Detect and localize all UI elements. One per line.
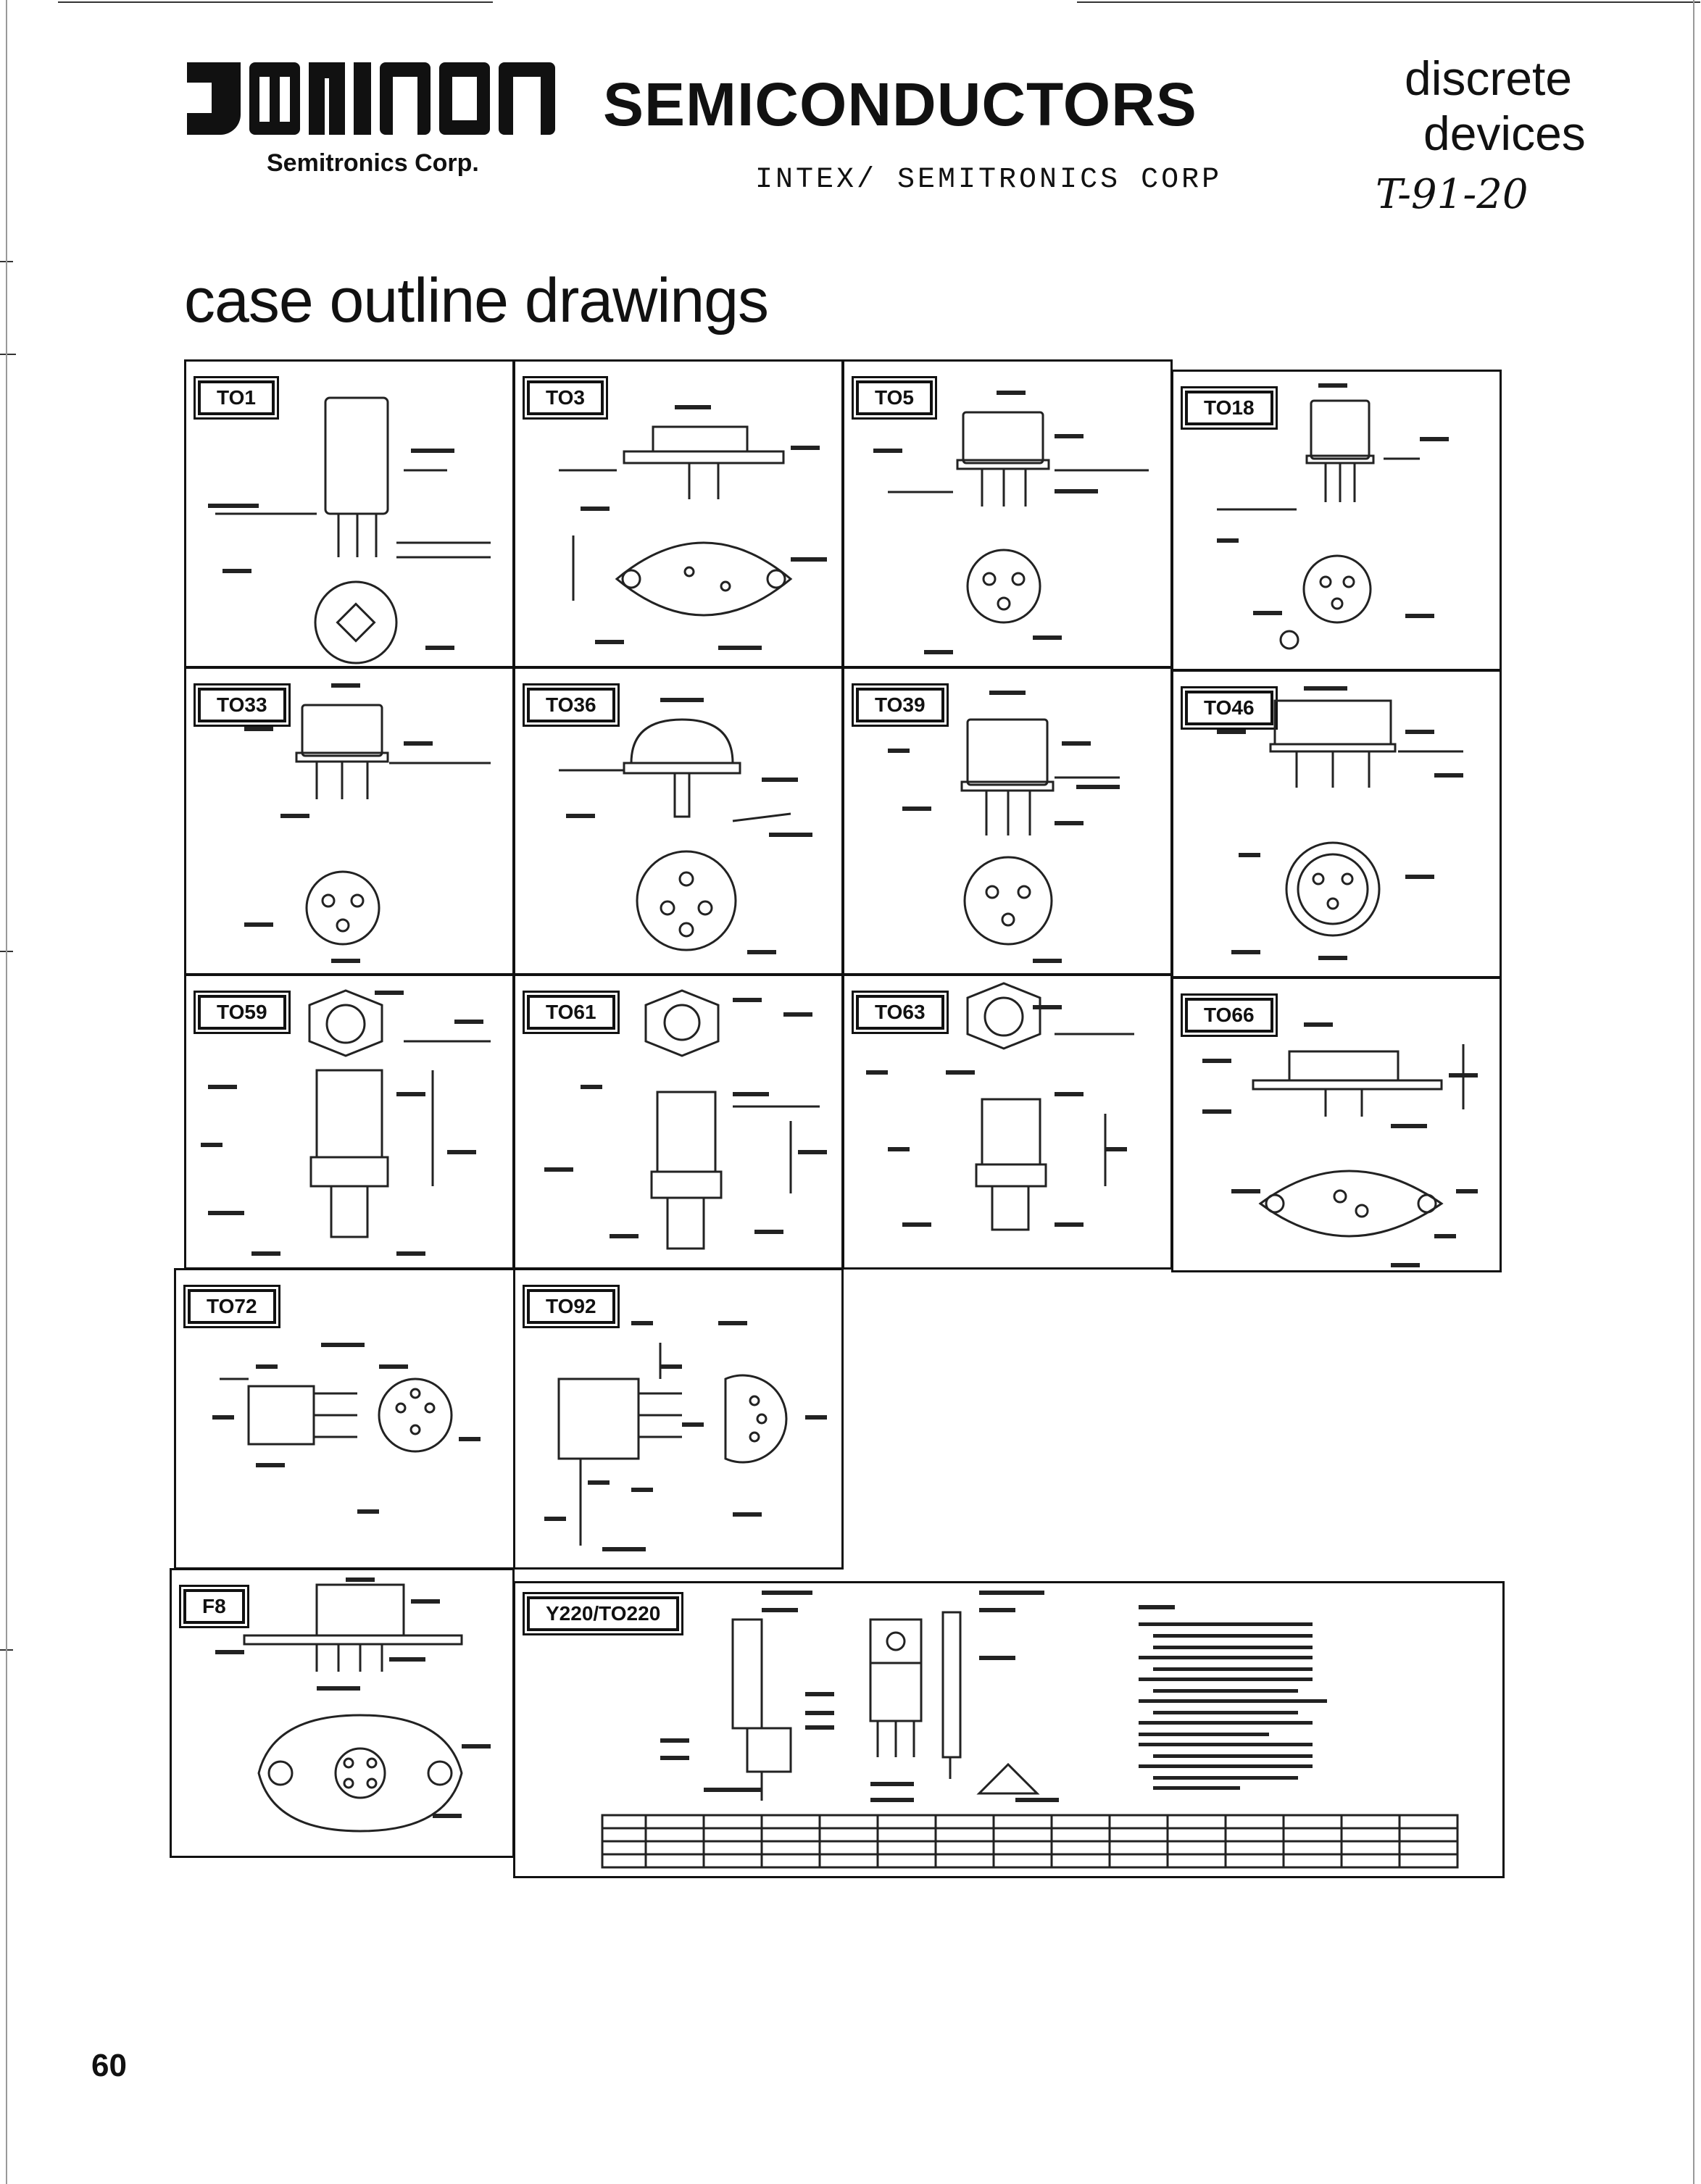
category-line1: discrete xyxy=(1405,51,1573,105)
case-label: TO92 xyxy=(523,1285,620,1328)
case-cell-to18: TO18 xyxy=(1171,370,1502,671)
case-cell-to39: TO39 xyxy=(842,667,1173,975)
case-cell-to33: TO33 xyxy=(184,667,515,975)
case-cell-to61: TO61 xyxy=(513,974,844,1270)
to63-drawing xyxy=(866,982,1134,1231)
scan-edge xyxy=(6,0,7,2184)
case-outline-grid: TO1 TO3 xyxy=(170,359,1505,1878)
company-name: Semitronics Corp. xyxy=(267,149,479,177)
to59-drawing xyxy=(201,989,491,1256)
case-cell-to46: TO46 xyxy=(1171,670,1502,978)
margin-mark xyxy=(0,354,16,355)
handwritten-note: T-91-20 xyxy=(1376,171,1529,218)
to66-drawing xyxy=(1202,1022,1478,1267)
to39-drawing xyxy=(888,691,1120,963)
case-label: TO1 xyxy=(194,376,279,420)
case-cell-to59: TO59 xyxy=(184,974,515,1270)
brand-title: SEMICONDUCTORS xyxy=(603,70,1197,138)
case-label: TO61 xyxy=(523,991,620,1034)
stamp-text: INTEX/ SEMITRONICS CORP xyxy=(755,164,1223,196)
to33-drawing xyxy=(244,683,491,963)
case-cell-to36: TO36 xyxy=(513,667,844,975)
case-label: Y220/TO220 xyxy=(522,1592,684,1635)
to1-drawing xyxy=(208,396,491,664)
case-cell-to1: TO1 xyxy=(184,359,515,668)
case-label: TO33 xyxy=(194,683,291,727)
case-label: TO59 xyxy=(194,991,291,1034)
case-label: F8 xyxy=(179,1585,249,1628)
case-cell-to72: TO72 xyxy=(174,1268,516,1570)
section-title: case outline drawings xyxy=(184,266,769,335)
case-label: TO3 xyxy=(523,376,608,420)
case-label: TO39 xyxy=(852,683,949,727)
case-cell-f8: F8 xyxy=(170,1568,515,1858)
case-cell-to92: TO92 xyxy=(513,1268,844,1570)
f8-drawing xyxy=(215,1577,491,1833)
case-cell-to3: TO3 xyxy=(513,359,844,668)
to18-drawing xyxy=(1217,383,1449,650)
case-cell-to66: TO66 xyxy=(1171,977,1502,1272)
to72-drawing xyxy=(212,1343,481,1514)
case-label: TO36 xyxy=(523,683,620,727)
to3-drawing xyxy=(559,405,827,650)
page-number: 60 xyxy=(91,2048,127,2083)
to36-drawing xyxy=(559,698,812,954)
semtron-logo xyxy=(187,62,555,135)
to61-drawing xyxy=(544,989,827,1250)
to220-drawing xyxy=(601,1591,1459,1869)
case-label: TO63 xyxy=(852,991,949,1034)
scan-edge xyxy=(58,1,493,3)
to5-drawing xyxy=(873,391,1149,654)
case-label: TO18 xyxy=(1181,386,1278,430)
to92-drawing xyxy=(544,1321,827,1551)
scan-edge xyxy=(1077,1,1700,3)
case-cell-to63: TO63 xyxy=(842,974,1173,1270)
case-cell-y220-to220: Y220/TO220 xyxy=(513,1581,1505,1878)
case-label: TO72 xyxy=(183,1285,280,1328)
to46-drawing xyxy=(1217,686,1463,960)
category-line2: devices xyxy=(1423,107,1586,160)
case-label: TO46 xyxy=(1181,686,1278,730)
case-label: TO5 xyxy=(852,376,937,420)
scan-edge xyxy=(1693,0,1694,2184)
case-cell-to5: TO5 xyxy=(842,359,1173,668)
case-label: TO66 xyxy=(1181,993,1278,1037)
